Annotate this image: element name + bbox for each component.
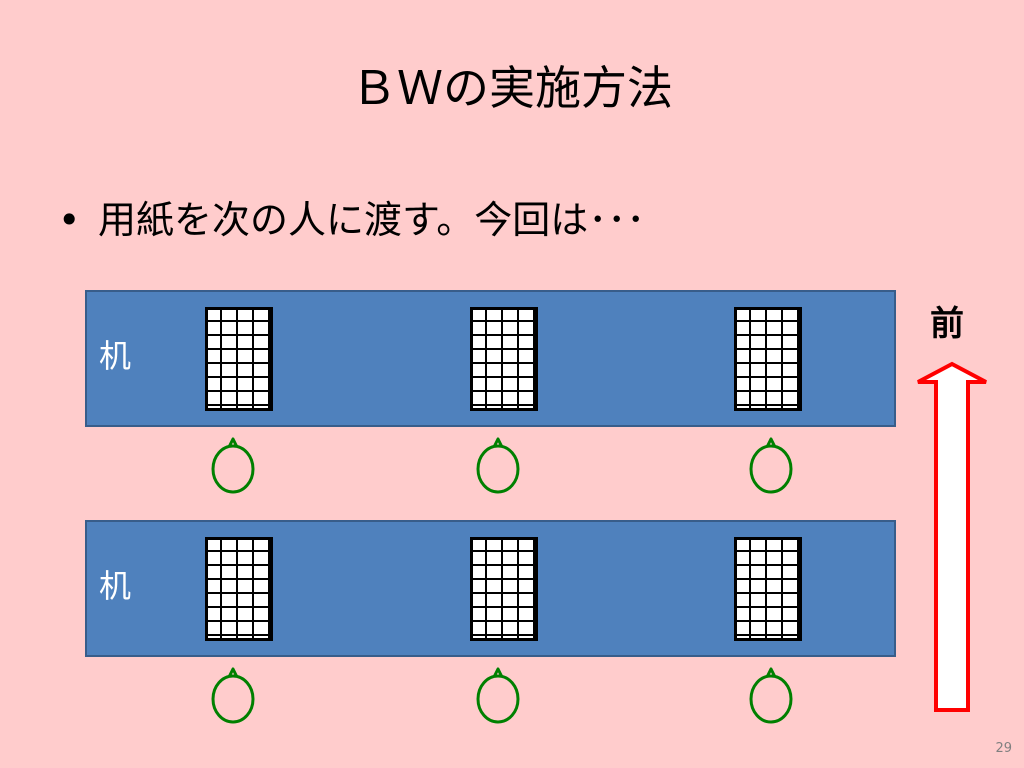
person-icon [211, 667, 255, 724]
bullet-item: • 用紙を次の人に渡す。今回は･･･ [58, 192, 645, 248]
person-icon [476, 437, 520, 494]
up-arrow-icon [917, 361, 987, 712]
answer-sheet [205, 537, 273, 641]
answer-sheet [734, 537, 802, 641]
answer-sheet [470, 537, 538, 641]
person-icon [749, 437, 793, 494]
desk-row-2: 机 [85, 520, 896, 657]
person-icon [476, 667, 520, 724]
answer-sheet [734, 307, 802, 411]
front-label: 前 [930, 304, 964, 344]
desk-label: 机 [99, 567, 132, 605]
answer-sheet [470, 307, 538, 411]
desk-row-1: 机 [85, 290, 896, 427]
answer-sheet [205, 307, 273, 411]
slide-title: ＢＷの実施方法 [351, 61, 673, 115]
page-number: 29 [995, 741, 1012, 756]
bullet-dot: • [58, 198, 81, 242]
desk-label: 机 [99, 337, 132, 375]
person-icon [211, 437, 255, 494]
bullet-text: 用紙を次の人に渡す。今回は･･･ [98, 198, 646, 242]
person-icon [749, 667, 793, 724]
